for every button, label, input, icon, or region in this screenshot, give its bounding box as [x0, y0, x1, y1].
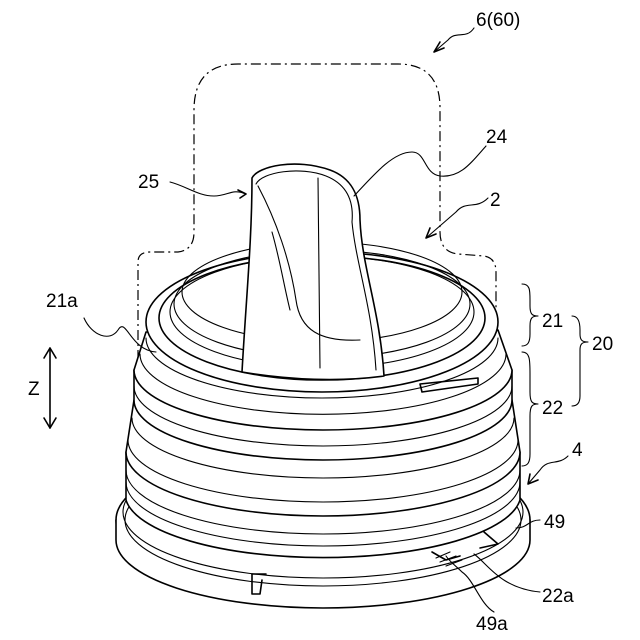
label-upper-part: 21	[542, 311, 563, 332]
label-lower-part: 22	[542, 398, 563, 419]
label-ring-edge: 21a	[46, 291, 78, 312]
label-notch: 22a	[542, 586, 574, 607]
label-nozzle-tip: 24	[486, 127, 508, 148]
nozzle	[242, 164, 384, 379]
label-axis: Z	[28, 379, 40, 400]
label-assembly: 6(60)	[476, 10, 520, 31]
label-cap: 4	[572, 440, 583, 461]
z-axis-arrow	[44, 348, 56, 428]
label-flange: 49	[544, 512, 565, 533]
label-nozzle-base: 25	[138, 172, 159, 193]
label-rib: 49a	[476, 614, 508, 635]
label-body: 2	[490, 190, 501, 211]
label-combined: 20	[592, 334, 613, 355]
